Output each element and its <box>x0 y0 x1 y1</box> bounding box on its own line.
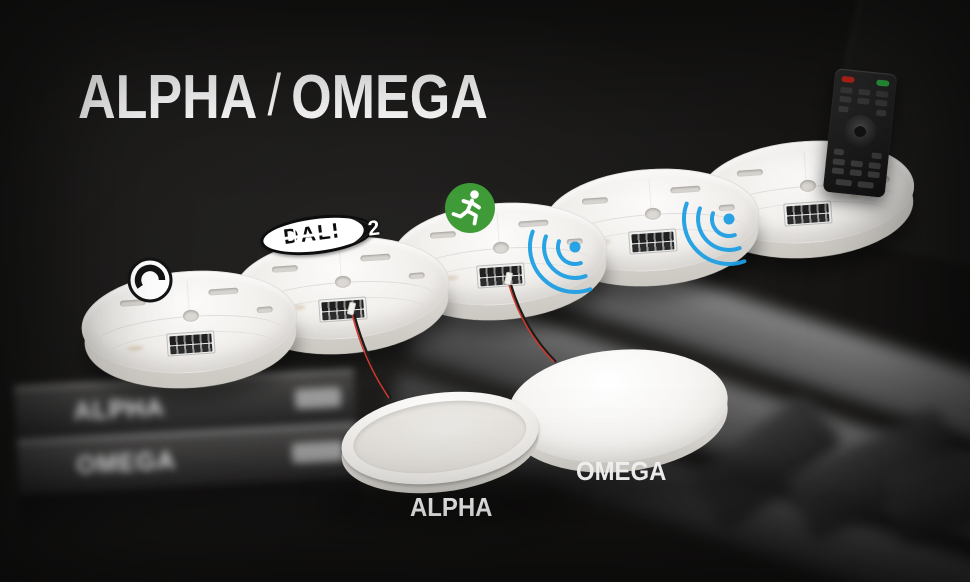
box-print-logo-blob <box>291 440 345 464</box>
remote-button <box>840 86 853 94</box>
remote-button <box>875 90 889 98</box>
title-separator: / <box>267 63 282 128</box>
remote-button <box>867 171 881 179</box>
terminal-block <box>166 330 216 357</box>
mounting-slot <box>360 253 391 262</box>
remote-control <box>822 68 898 198</box>
mounting-slot <box>670 185 701 194</box>
remote-button <box>857 97 870 105</box>
remote-button <box>849 169 863 177</box>
title-word-alpha: ALPHA <box>78 63 258 132</box>
remote-button <box>858 88 871 96</box>
alpha-product-label: ALPHA <box>410 492 493 522</box>
terminal-block <box>476 262 526 289</box>
remote-button <box>875 109 887 117</box>
remote-button <box>850 160 864 168</box>
mounting-slot <box>566 238 584 246</box>
mounting-slot <box>208 287 239 296</box>
mounting-slot <box>408 272 426 280</box>
dali-version-number: 2 <box>366 216 381 241</box>
terminal-block <box>783 200 833 227</box>
mounting-slot <box>518 219 549 228</box>
remote-button <box>857 181 874 189</box>
remote-power-on-button <box>876 79 890 87</box>
box-print-omega: OMEGA <box>75 446 177 480</box>
remote-power-off-button <box>841 75 855 84</box>
terminal-block <box>628 228 678 255</box>
remote-button <box>838 105 849 113</box>
omega-product-label: OMEGA <box>576 456 667 486</box>
mounting-slot <box>256 306 274 314</box>
remote-dpad <box>842 113 878 149</box>
remote-button <box>839 95 852 103</box>
remote-button <box>832 158 846 166</box>
remote-button <box>835 178 852 187</box>
remote-button <box>831 167 845 175</box>
ceiling-light-back-1 <box>78 263 302 399</box>
terminal-block <box>318 296 368 323</box>
remote-button <box>874 99 888 107</box>
remote-button <box>833 148 845 156</box>
title-word-omega: OMEGA <box>291 63 488 132</box>
background-box-stack-left: ALPHA OMEGA <box>14 369 362 545</box>
mounting-slot <box>718 204 736 212</box>
dimmer-knob-icon <box>127 257 173 303</box>
remote-button <box>871 152 882 160</box>
emergency-exit-running-man-icon <box>445 183 495 233</box>
remote-button <box>868 162 881 170</box>
shadow <box>320 488 570 522</box>
box-print-logo-blob <box>294 386 342 410</box>
page-title: ALPHA/OMEGA <box>78 62 488 133</box>
